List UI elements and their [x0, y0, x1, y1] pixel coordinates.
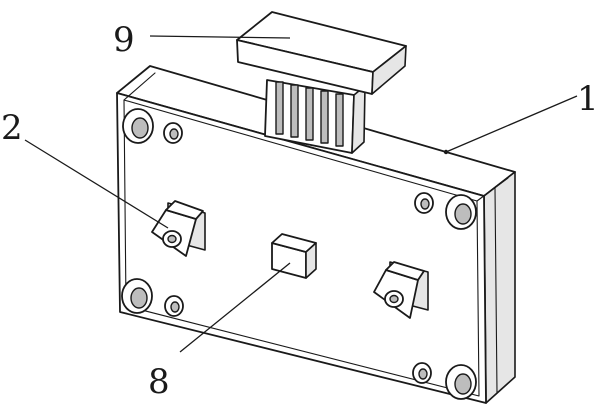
corner-hole-small-inner: [169, 128, 179, 140]
callout-labels: 9 1 2 8: [1, 20, 599, 402]
handle-neck-side: [351, 85, 366, 154]
leader-line-1: [445, 95, 578, 153]
right-bracket-hole-inner: [389, 294, 399, 304]
leader-line-2: [24, 139, 169, 229]
corner-hole-small-inner: [170, 301, 180, 313]
grill-slot: [305, 87, 314, 141]
top-rim-line: [123, 72, 156, 101]
corner-hole-small-inner: [420, 198, 430, 210]
corner-hole-large-inner: [454, 203, 472, 225]
grill-slot: [290, 84, 299, 138]
leader-lines: [24, 35, 578, 353]
leader-dot-1: [443, 149, 449, 155]
left-bracket-hole-inner: [167, 234, 177, 244]
center-block-side: [305, 242, 317, 279]
callout-label-9: 9: [113, 20, 135, 60]
handle-tab-side: [371, 45, 407, 95]
box-right-face: [483, 171, 516, 404]
center-block: [271, 233, 317, 279]
right-bracket-top: [385, 261, 425, 281]
handle-assembly: [236, 11, 407, 154]
front-rim-line: [123, 99, 480, 397]
corner-hole-large-inner: [454, 373, 472, 395]
leader-line-9: [149, 35, 291, 39]
callout-label-2: 2: [1, 108, 23, 148]
leader-line-8: [179, 262, 291, 353]
grill-slot: [320, 90, 329, 144]
right-pivot-bracket: [373, 261, 429, 319]
left-pivot-bracket: [151, 200, 206, 257]
right-rim-line: [494, 187, 498, 394]
callout-label-8: 8: [148, 362, 170, 402]
handle-grill: [275, 81, 344, 147]
corner-hole-small-inner: [418, 368, 428, 380]
top-rim-line-2: [476, 177, 509, 202]
corner-hole-large-inner: [131, 117, 149, 139]
grill-slot: [335, 93, 344, 147]
corner-hole-large-inner: [130, 287, 148, 309]
callout-label-1: 1: [577, 79, 599, 119]
grill-slot: [275, 81, 284, 135]
corner-holes: [121, 108, 477, 400]
left-bracket-top: [165, 200, 204, 220]
